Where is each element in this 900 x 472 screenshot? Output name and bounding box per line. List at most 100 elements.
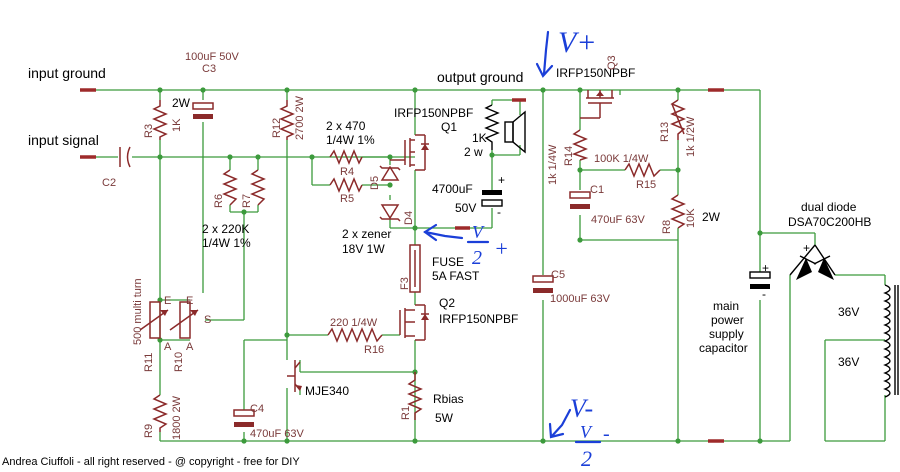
capacitor-4700uf — [481, 190, 503, 207]
r12-ref: R12 — [271, 118, 283, 138]
transformer-icon — [883, 284, 899, 398]
resistor-r1 — [407, 372, 423, 420]
capacitor-c5 — [532, 275, 554, 293]
annotations — [423, 30, 602, 444]
vhalf-minus-num: V — [580, 422, 593, 442]
input-ground-label: input ground — [28, 65, 106, 81]
main-cap-label1: main — [713, 299, 739, 313]
resistor-r7 — [250, 169, 266, 206]
cout-value: 4700uF — [432, 182, 473, 196]
r9-value: 1800 2W — [171, 395, 183, 440]
r8-power: 2W — [702, 210, 721, 224]
vplus-arrow — [542, 30, 550, 76]
resistor-r12 — [279, 100, 295, 140]
mje-part: MJE340 — [305, 384, 349, 398]
resistor-r13 — [670, 99, 686, 140]
c3-ref: C3 — [202, 63, 216, 75]
junctions — [157, 87, 763, 444]
q2-ref: Q2 — [439, 296, 455, 310]
resistor-r8 — [670, 194, 686, 229]
pot-label: 500 multi turn — [132, 278, 144, 345]
mosfet-q3 — [580, 90, 614, 119]
r3-power: 2W — [172, 96, 191, 110]
q3-part: IRFP150NPBF — [556, 66, 635, 80]
c3-value: 100uF 50V — [185, 51, 239, 63]
components — [119, 90, 899, 432]
cout-voltage: 50V — [455, 201, 476, 215]
vplus-label: V+ — [558, 26, 597, 59]
r3-ref: R3 — [143, 124, 155, 138]
fuse-rating: 5A FAST — [432, 269, 480, 283]
r7-ref: R7 — [241, 194, 253, 208]
resistor-1k — [484, 104, 500, 150]
pot-e1: E — [164, 295, 171, 307]
pot-s: S — [204, 314, 211, 326]
fuse-label: FUSE — [432, 255, 464, 269]
main-cap-label2: power — [711, 313, 744, 327]
c2-ref: C2 — [102, 177, 116, 189]
r13-value: 1k 1/2W — [685, 116, 697, 157]
r16-ref: R16 — [364, 344, 384, 356]
r67-note1: 2 x 220K — [202, 222, 249, 236]
r15-value: 100K 1/4W — [594, 153, 649, 165]
q1-ref: Q1 — [441, 120, 457, 134]
d5-ref: D5 — [369, 176, 381, 190]
input-signal-label: input signal — [28, 132, 99, 148]
main-cap-minus: - — [762, 287, 766, 301]
terminal-pads — [80, 88, 724, 443]
transistor-mje340 — [287, 360, 302, 392]
capacitor-c2 — [119, 146, 131, 168]
trimmer-r11-r10 — [139, 301, 199, 339]
main-capacitor — [749, 271, 771, 289]
capacitor-c3 — [192, 102, 214, 119]
zener-note1: 2 x zener — [342, 227, 391, 241]
vhalf-minus-den: 2 — [581, 446, 592, 471]
vhalf-plus-num: V — [472, 222, 485, 242]
secondary-2-voltage: 36V — [838, 355, 859, 369]
resistor-r14 — [571, 129, 589, 161]
vhalf-plus-arrow — [423, 230, 464, 240]
speaker-r-value: 1K — [472, 131, 487, 145]
pot-a2: A — [186, 341, 194, 353]
q1-part: IRFP150NPBF — [394, 106, 473, 120]
plus-sign: + — [498, 173, 505, 187]
f3-ref: F3 — [399, 277, 411, 290]
wires — [95, 89, 886, 442]
labels: input ground input signal output ground … — [2, 26, 871, 471]
mosfet-q1 — [390, 134, 429, 171]
vminus-label: V- — [570, 394, 593, 423]
c1-ref: C1 — [590, 184, 604, 196]
r45-note1: 2 x 470 — [326, 119, 366, 133]
c4-value: 470uF 63V — [250, 428, 304, 440]
speaker-icon — [504, 110, 526, 154]
vhalf-plus-sign: + — [494, 236, 509, 261]
c4-ref: C4 — [250, 403, 264, 415]
q2-part: IRFP150NPBF — [439, 312, 518, 326]
mosfet-q2 — [399, 304, 429, 341]
resistor-r5 — [329, 177, 363, 193]
zener-note2: 18V 1W — [342, 242, 385, 256]
vhalf-plus-den: 2 — [472, 247, 482, 269]
resistor-r3 — [152, 100, 168, 140]
main-cap-label4: capacitor — [699, 341, 748, 355]
capacitor-c1 — [569, 191, 591, 209]
q3-ref: Q3 — [606, 55, 618, 70]
main-cap-label3: supply — [709, 327, 744, 341]
resistor-r6 — [222, 169, 238, 206]
fuse-f3 — [409, 244, 421, 293]
r8-ref: R8 — [661, 220, 673, 234]
resistor-r9 — [152, 394, 168, 432]
copyright-credit: Andrea Ciuffoli - all right reserved - @… — [2, 456, 300, 468]
speaker-r-power: 2 w — [464, 145, 483, 159]
r16-value: 220 1/4W — [330, 317, 378, 329]
r8-value: 10K — [685, 208, 697, 228]
r9-ref: R9 — [143, 424, 155, 438]
zener-d4 — [379, 204, 401, 222]
dual-diode-part: DSA70C200HB — [788, 215, 871, 229]
vminus-arrow — [550, 408, 572, 438]
c5-ref: C5 — [551, 269, 565, 281]
secondary-1-voltage: 36V — [838, 305, 859, 319]
c1-value: 470uF 63V — [591, 214, 645, 226]
